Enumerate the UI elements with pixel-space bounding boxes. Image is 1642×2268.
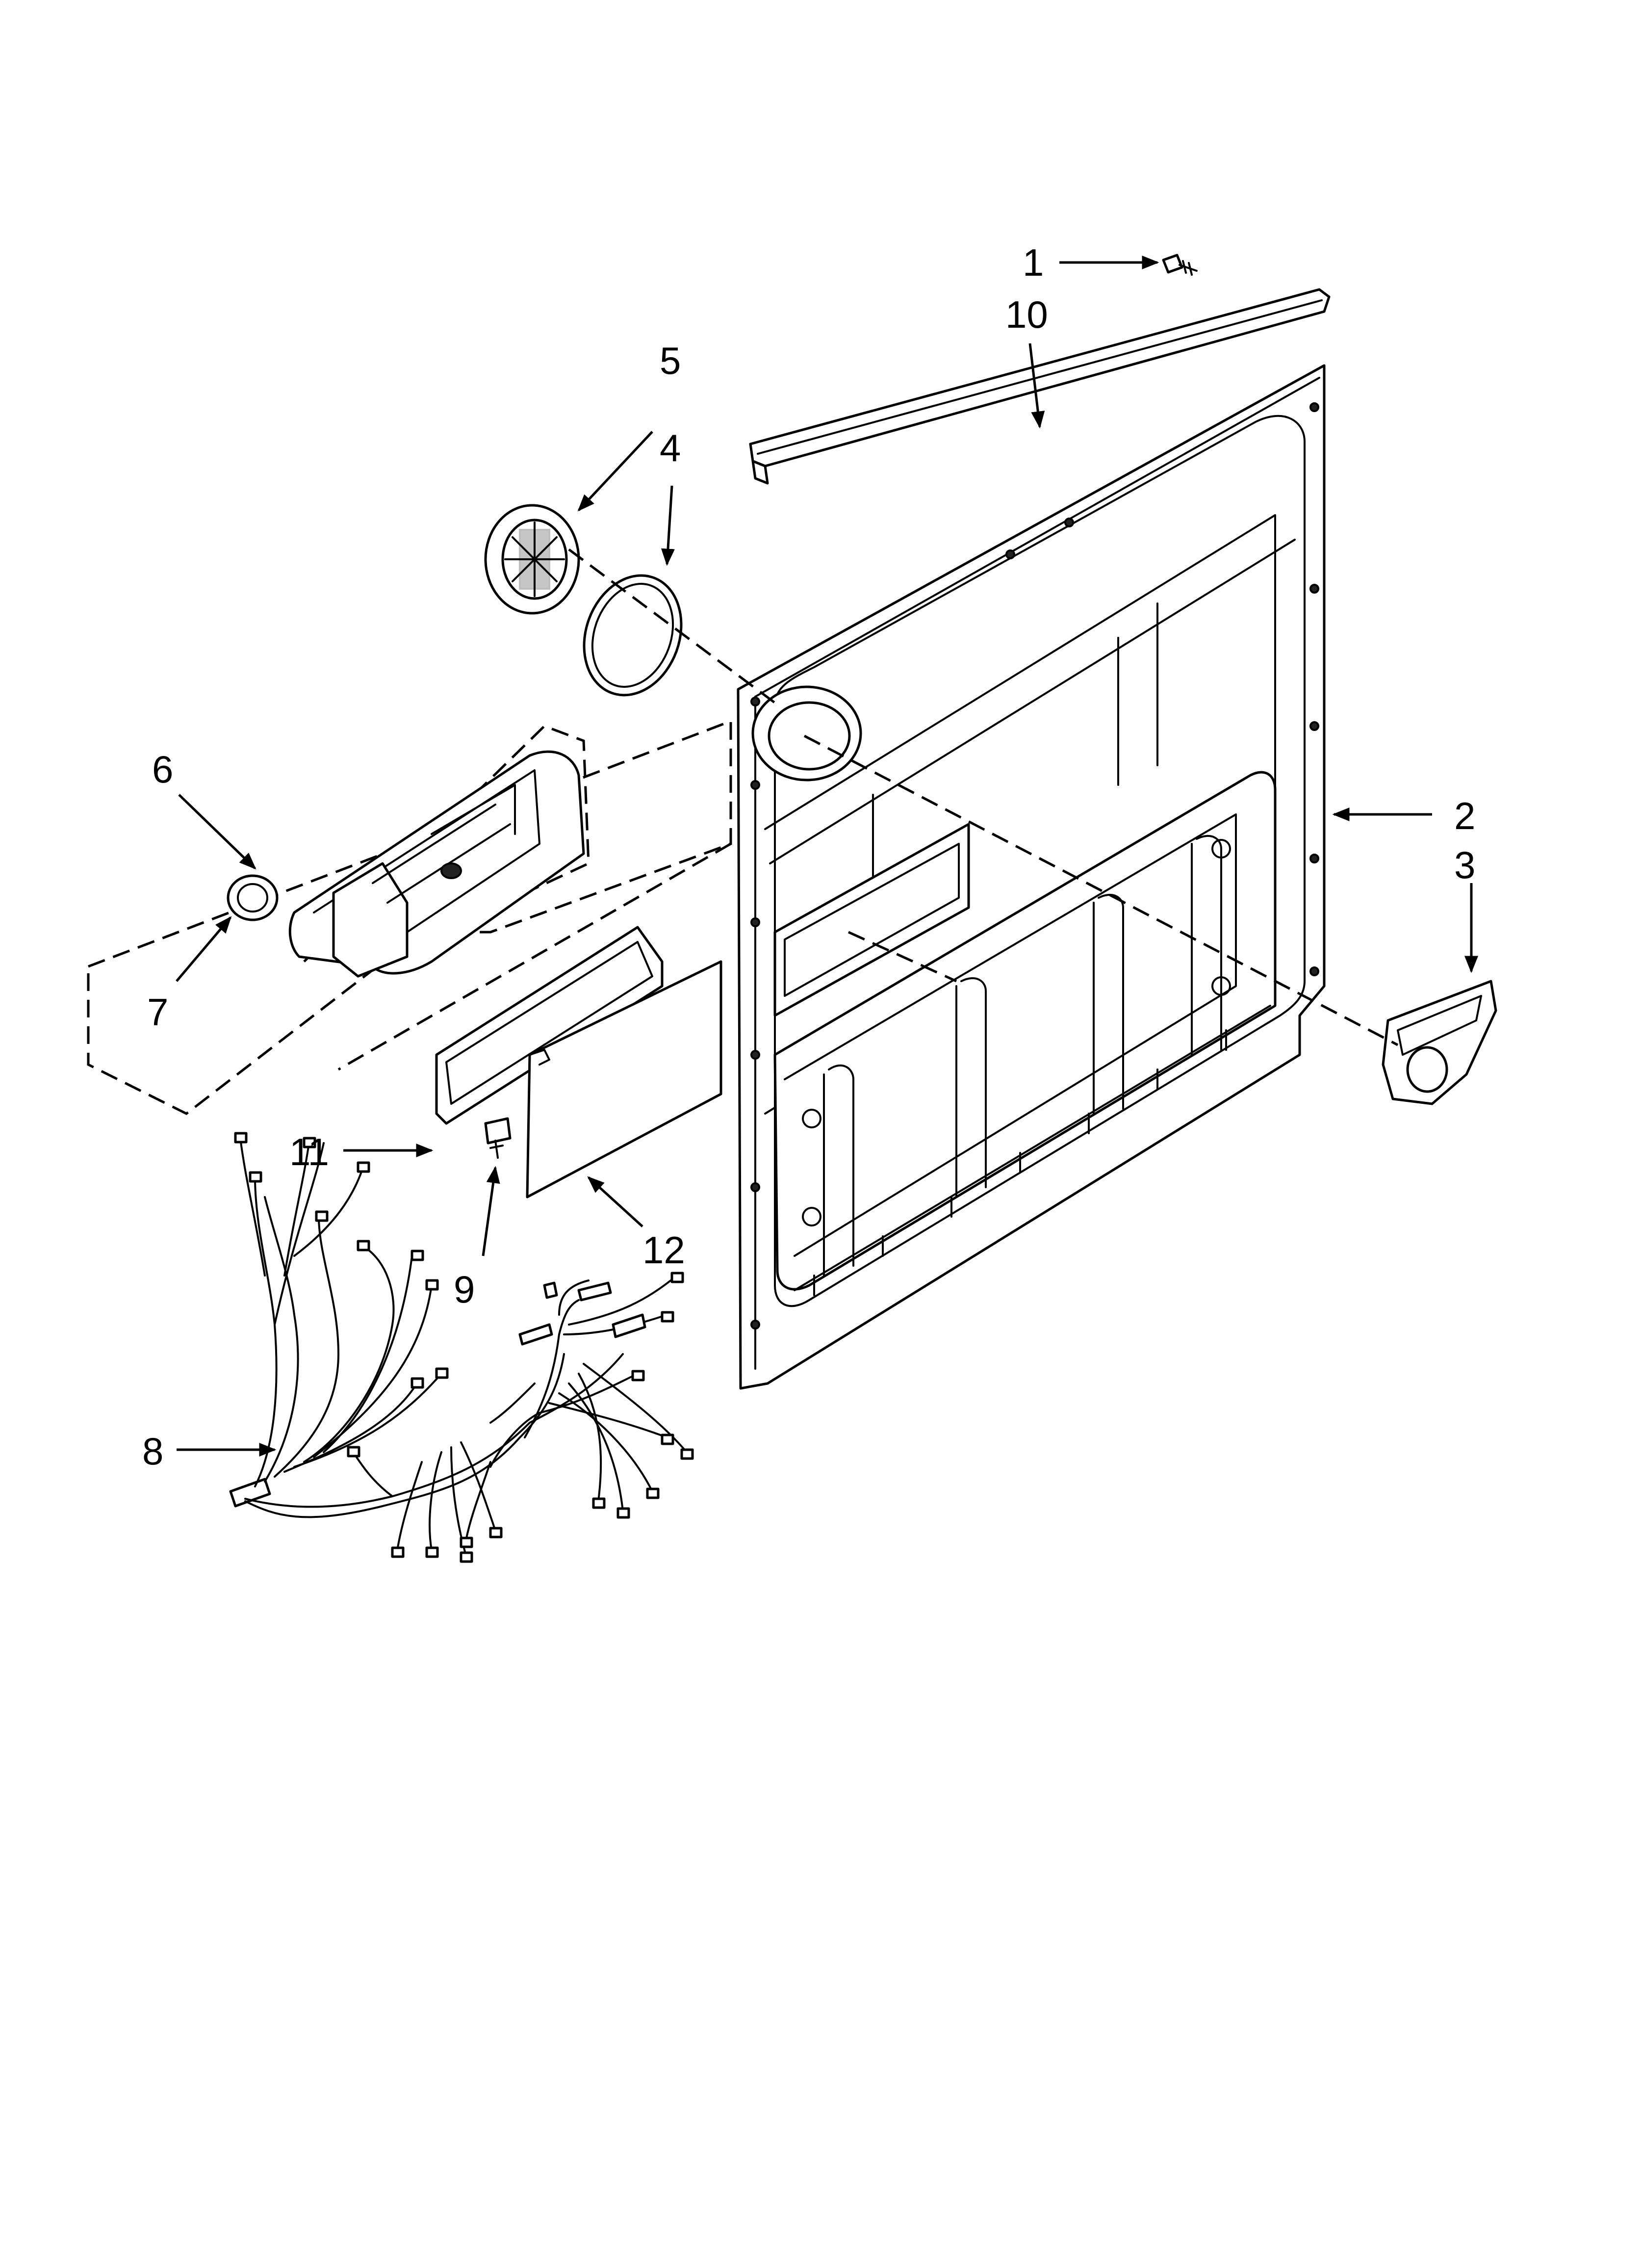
callout-7: 7 (147, 991, 168, 1034)
callout-8: 8 (142, 1430, 163, 1473)
insulation-panel (526, 960, 722, 1199)
callout-labels: 1 10 5 4 6 2 3 7 11 9 12 8 (142, 241, 1475, 1473)
wire-harness (229, 1132, 694, 1563)
alignment-lines (337, 548, 1399, 1071)
door-top-trim (749, 288, 1331, 485)
vent-cover (484, 504, 580, 615)
dispenser-assembly (87, 719, 732, 1115)
door-latch-handle (1382, 980, 1497, 1105)
callout-10: 10 (1005, 293, 1048, 336)
callout-2: 2 (1454, 794, 1475, 837)
callout-9: 9 (454, 1268, 475, 1311)
callout-4: 4 (660, 426, 681, 469)
callout-6: 6 (152, 748, 173, 791)
trim-screw (1162, 254, 1198, 276)
callout-leaders (176, 256, 1478, 1457)
dispenser-gasket (435, 926, 664, 1125)
panel-screw (484, 1117, 512, 1159)
callout-1: 1 (1023, 241, 1044, 284)
callout-3: 3 (1454, 843, 1475, 886)
callout-11: 11 (289, 1130, 329, 1173)
callout-5: 5 (660, 339, 681, 382)
callout-12: 12 (642, 1228, 685, 1272)
vent-gasket (583, 574, 683, 697)
inner-door-panel (737, 364, 1326, 1390)
dispenser-knob (227, 874, 279, 921)
